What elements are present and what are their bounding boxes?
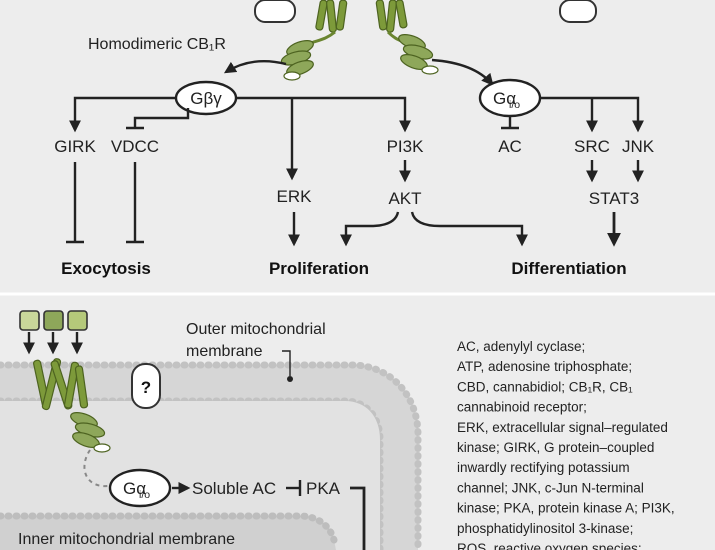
glossary-line: channel; JNK, c-Jun N-terminal [457, 480, 644, 495]
inner-mitochondrial-membrane [0, 512, 338, 550]
gbg-node: Gβγ [174, 80, 238, 116]
akt-label: AKT [388, 189, 421, 208]
question-mark-label: ? [141, 378, 151, 397]
src-label: SRC [574, 137, 610, 156]
ligand-green-icon [67, 310, 88, 331]
arrow-gai-to-jnk [540, 96, 644, 133]
pi3k-label: PI3K [387, 137, 425, 156]
mito-gai-node: Gα i/o [108, 468, 172, 508]
glossary-line: inwardly rectifying potassium [457, 460, 630, 475]
mito-receptor-coil-icon [70, 412, 111, 453]
arrow-akt-to-proliferation [340, 211, 400, 247]
girk-label: GIRK [54, 137, 96, 156]
ligand-light-icon [19, 310, 40, 331]
gai-subscript: i/o [509, 99, 520, 111]
stat3-label: STAT3 [589, 189, 639, 208]
arrow-gbg-to-girk [69, 96, 176, 133]
mito-gai-label: Gα [123, 479, 146, 498]
jnk-label: JNK [622, 137, 655, 156]
abbreviations-glossary: AC, adenylyl cyclase; ATP, adenosine trip… [457, 339, 675, 550]
differentiation-label: Differentiation [511, 259, 626, 278]
ligand-squares [19, 310, 88, 331]
glossary-line: phosphatidylinositol 3-kinase; [457, 521, 633, 536]
outer-membrane-label-1: Outer mitochondrial [186, 321, 326, 338]
pka-label: PKA [306, 479, 341, 498]
outer-membrane-leader-dot [287, 376, 293, 382]
arrow-akt-to-differentiation [410, 211, 528, 247]
gai-node: Gα i/o [478, 78, 542, 118]
dashed-coupling [83, 449, 109, 488]
mito-gai-subscript: i/o [139, 489, 150, 501]
mito-cb1r-receptor-icon [33, 358, 89, 411]
ligand-mid-icon [43, 310, 64, 331]
glossary-line: ROS, reactive oxygen species; [457, 541, 642, 550]
vdcc-label: VDCC [111, 137, 159, 156]
glossary-line: ERK, extracellular signal–regulated [457, 420, 668, 435]
arrow-receptor-to-gbg [223, 59, 287, 74]
gai-label: Gα [493, 89, 516, 108]
exocytosis-label: Exocytosis [61, 259, 151, 278]
gbg-label: Gβγ [190, 89, 222, 108]
cb1r-coil-right-icon [398, 34, 439, 75]
proliferation-label: Proliferation [269, 259, 369, 278]
soluble-ac-label: Soluble AC [192, 479, 276, 498]
arrow-receptor-to-gai [431, 58, 494, 86]
homodimer-label: Homodimeric CB₁R [88, 36, 226, 53]
unknown-transporter: ? [131, 363, 161, 409]
glossary-line: CBD, cannabidiol; CB₁R, CB₁ [457, 379, 633, 394]
glossary-line: kinase; PKA, protein kinase A; PI3K, [457, 501, 675, 516]
inner-membrane-label: Inner mitochondrial membrane [18, 531, 235, 548]
glossary-line: cannabinoid receptor; [457, 400, 587, 415]
glossary-line: kinase; GIRK, G protein–coupled [457, 440, 654, 455]
cb1r-coil-left-icon [280, 40, 314, 81]
glossary-line: ATP, adenosine triphosphate; [457, 359, 632, 374]
inhibit-gbg-to-vdcc [133, 108, 190, 128]
pka-downstream-line [350, 486, 366, 550]
plasma-membrane-top [254, 0, 597, 23]
erk-label: ERK [277, 187, 313, 206]
outer-membrane-leader [282, 350, 291, 376]
outer-membrane-label-2: membrane [186, 343, 263, 360]
glossary-line: AC, adenylyl cyclase; [457, 339, 585, 354]
ac-label: AC [498, 137, 522, 156]
